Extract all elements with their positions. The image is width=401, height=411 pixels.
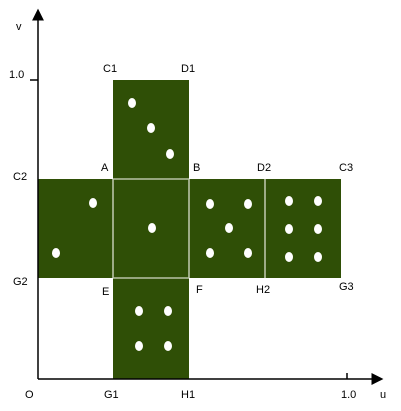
- pip: [314, 224, 322, 234]
- pips-center: [148, 223, 156, 233]
- pip: [206, 248, 214, 258]
- vertex-label-E: E: [102, 286, 109, 298]
- pips-far-right: [285, 196, 322, 262]
- pip: [166, 149, 174, 159]
- vertex-label-D1: D1: [181, 63, 195, 75]
- pip: [285, 252, 293, 262]
- pip: [135, 341, 143, 351]
- vertex-label-A: A: [101, 162, 109, 174]
- pip: [52, 248, 60, 258]
- pips-left: [52, 198, 97, 258]
- pip: [164, 306, 172, 316]
- vertex-label-G1: G1: [104, 389, 119, 401]
- pip: [89, 198, 97, 208]
- vertex-label-C1: C1: [103, 63, 117, 75]
- u-axis-label: u: [380, 389, 386, 401]
- pip: [285, 224, 293, 234]
- pips-top: [128, 98, 174, 159]
- pip: [285, 196, 293, 206]
- pip: [147, 123, 155, 133]
- pips-bottom: [135, 306, 172, 351]
- face-far-right: [265, 179, 341, 278]
- pip: [244, 248, 252, 258]
- pip: [244, 199, 252, 209]
- pip: [164, 341, 172, 351]
- vertex-label-H2: H2: [256, 284, 270, 296]
- u-tick-label: 1.0: [341, 389, 356, 401]
- vertex-label-D2: D2: [257, 162, 271, 174]
- pip: [314, 196, 322, 206]
- vertex-label-G3: G3: [339, 281, 354, 293]
- pip: [128, 98, 136, 108]
- pip: [148, 223, 156, 233]
- v-axis-label: v: [16, 21, 22, 33]
- vertex-label-G2: G2: [13, 276, 28, 288]
- origin-label: O: [25, 389, 34, 401]
- pip: [225, 223, 233, 233]
- pip: [135, 306, 143, 316]
- vertex-label-B: B: [193, 162, 200, 174]
- vertex-label-H1: H1: [181, 389, 195, 401]
- face-left: [38, 179, 113, 278]
- pips-right: [206, 199, 252, 258]
- pip: [314, 252, 322, 262]
- vertex-label-F: F: [196, 284, 203, 296]
- vertex-label-C3: C3: [339, 162, 353, 174]
- face-bottom: [113, 278, 189, 379]
- v-tick-label: 1.0: [9, 69, 24, 81]
- pip: [206, 199, 214, 209]
- vertex-label-C2: C2: [13, 171, 27, 183]
